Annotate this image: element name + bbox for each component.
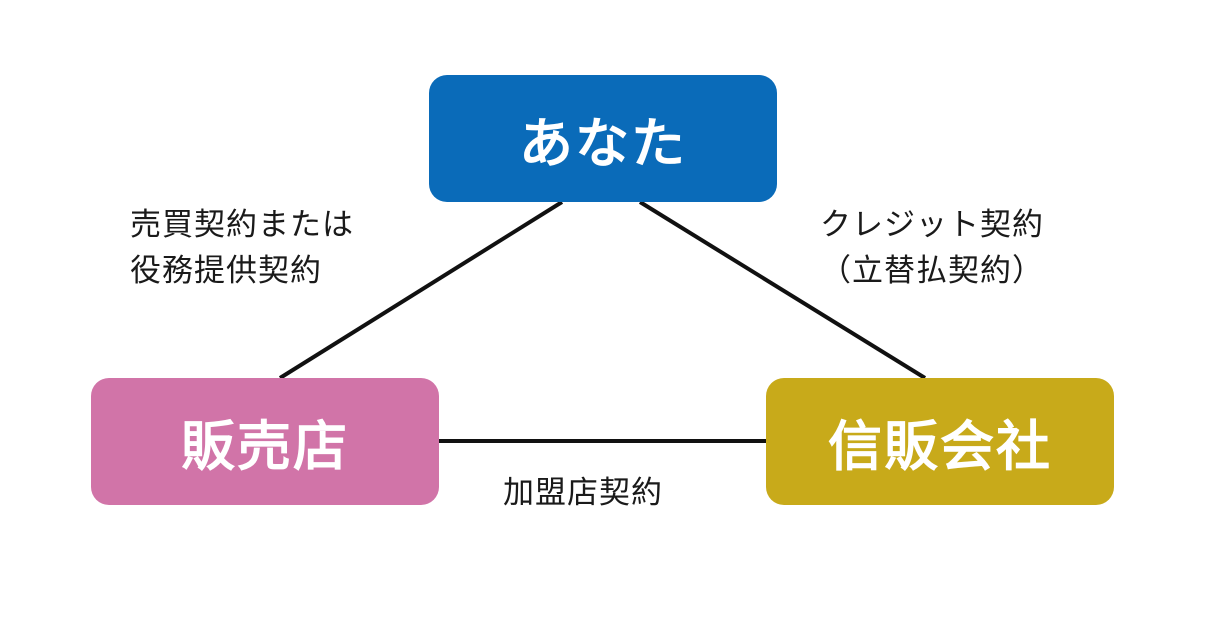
node-seller: 販売店 [91,378,439,505]
label-sales-contract: 売買契約または 役務提供契約 [130,202,354,294]
node-credit-company: 信販会社 [766,378,1114,505]
label-credit-contract-line2: （立替払契約） [820,253,1044,289]
node-you: あなた [429,75,777,202]
label-sales-contract-line2: 役務提供契約 [130,253,322,289]
label-credit-contract-line1: クレジット契約 [820,207,1044,243]
label-merchant-contract: 加盟店契約 [503,470,663,516]
line-you-credit [638,200,927,380]
line-you-seller [278,200,564,380]
label-merchant-contract-line1: 加盟店契約 [503,475,663,511]
label-credit-contract: クレジット契約 （立替払契約） [820,202,1044,294]
label-sales-contract-line1: 売買契約または [130,207,354,243]
